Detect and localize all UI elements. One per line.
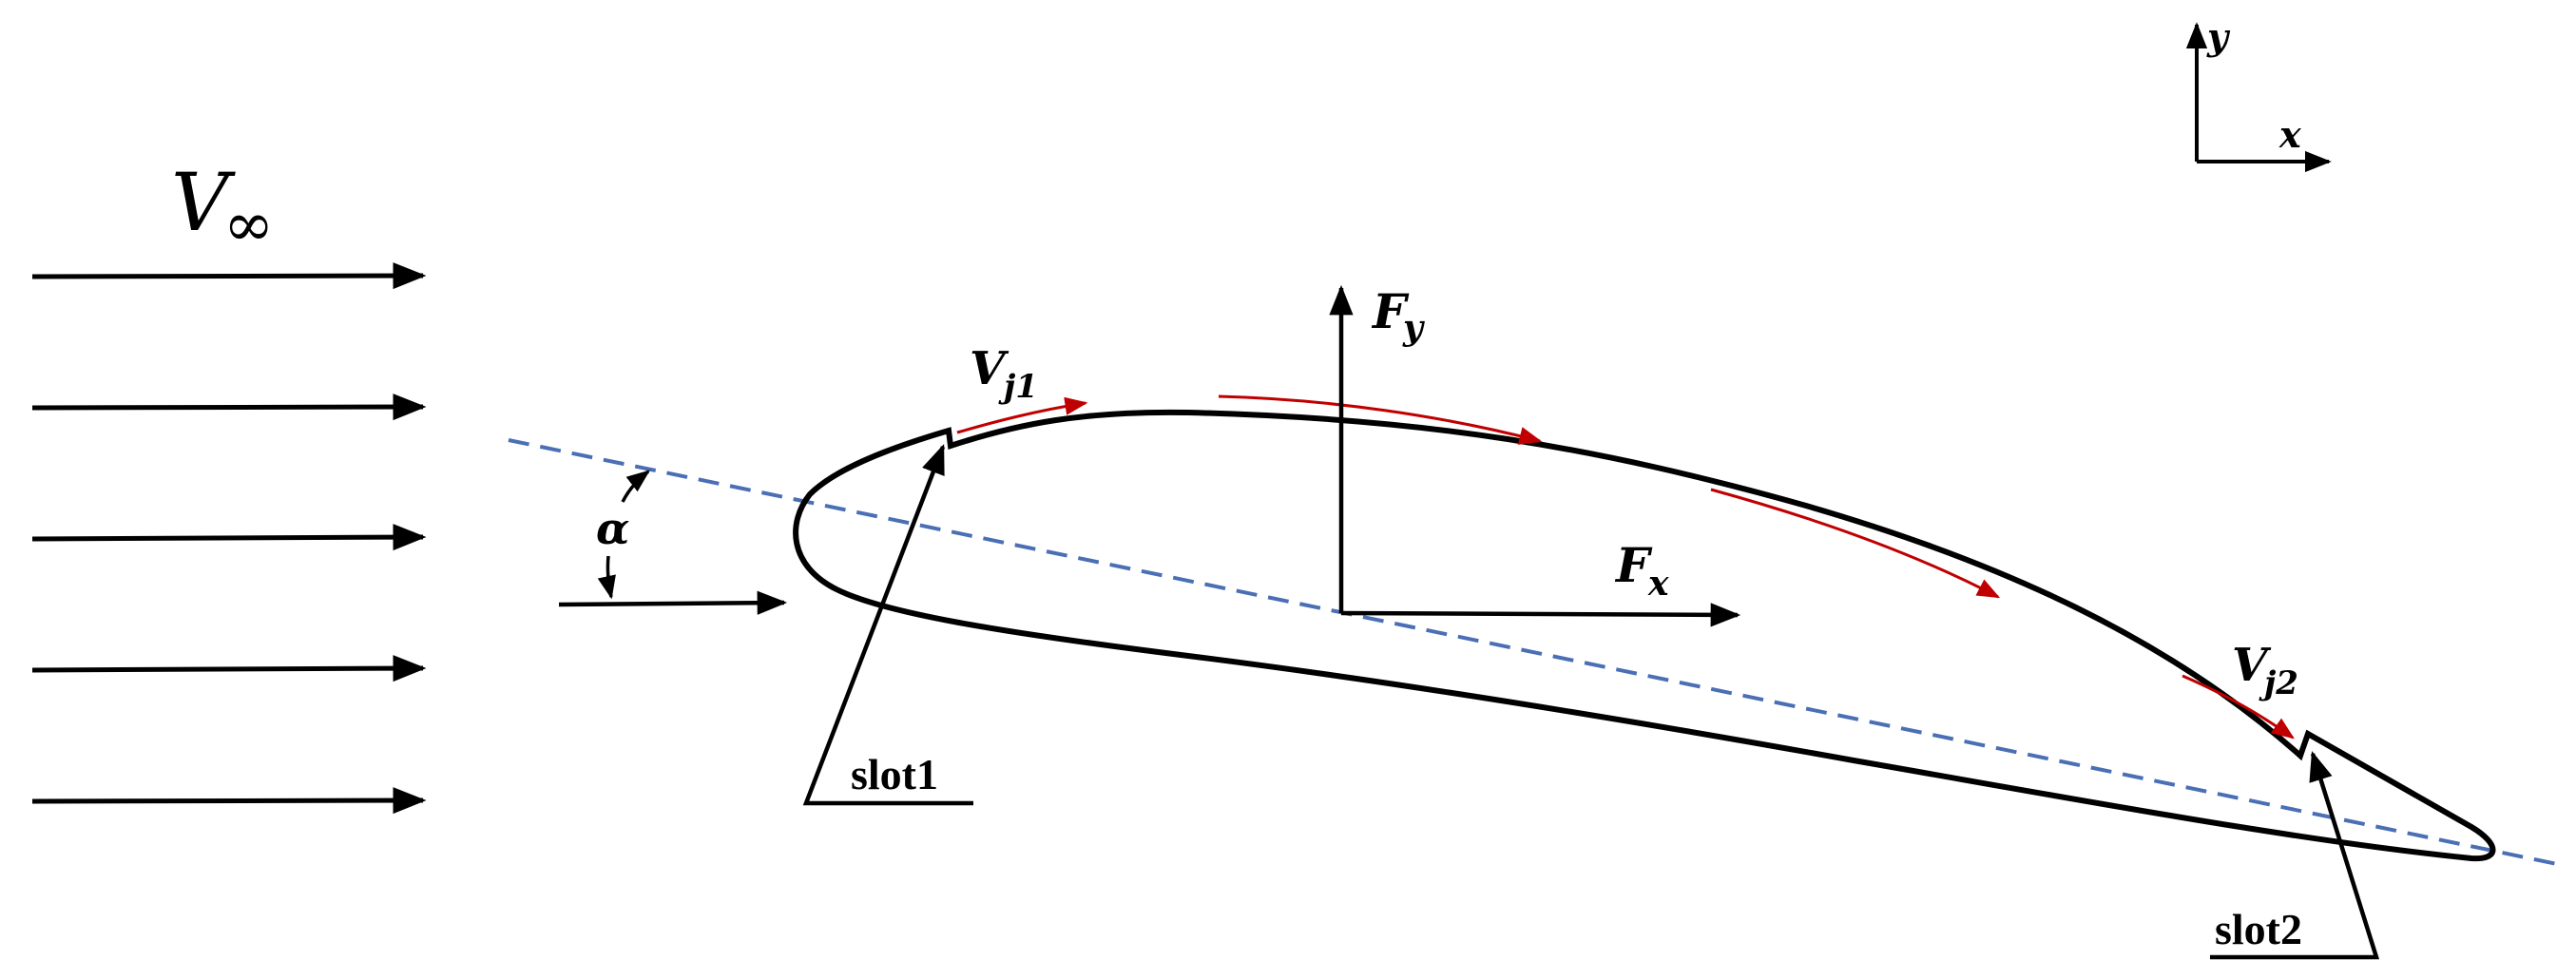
jet2-label-sub: j2 — [2259, 664, 2298, 702]
airfoil-outline — [793, 409, 2496, 862]
freestream-arrow — [31, 394, 427, 421]
angle-label: α — [596, 503, 629, 554]
axis-x-label: x — [2278, 113, 2302, 156]
force-y-label-sub: y — [1402, 308, 1425, 348]
force-x-label: F — [1614, 537, 1653, 593]
force-x-arrow — [1340, 603, 1741, 627]
jet-flow-arrow — [2182, 674, 2295, 740]
jet-flow-arrow — [956, 396, 1088, 434]
jet-flow-arrow — [1218, 394, 1543, 445]
angle-arc-upper — [621, 470, 650, 503]
horizontal-reference-arrow — [558, 590, 788, 615]
jet1-label: V — [970, 342, 1009, 395]
slot1-callout: slot1 — [802, 444, 973, 806]
jet-flow-arrow — [1710, 488, 2001, 599]
freestream-arrow — [31, 655, 427, 682]
slot2-label: slot2 — [2215, 905, 2302, 953]
slot1-label: slot1 — [851, 750, 938, 798]
freestream-arrow — [31, 262, 427, 290]
angle-arc-lower — [597, 555, 616, 600]
coordinate-axes: y x — [2185, 15, 2332, 173]
freestream-label: V — [171, 156, 236, 249]
jet1-label-sub: j1 — [998, 368, 1038, 406]
slot2-leader — [2210, 750, 2380, 960]
jet2-label: V — [2232, 639, 2272, 692]
slot2-callout: slot2 — [2210, 750, 2380, 960]
axis-y-label: y — [2206, 15, 2231, 58]
jet-flow-arrows — [956, 394, 2295, 740]
freestream-arrow — [31, 524, 427, 551]
freestream-arrows — [31, 262, 427, 815]
freestream-label-sub: ∞ — [223, 190, 274, 260]
chord-line — [508, 438, 2563, 867]
freestream-arrow — [31, 787, 427, 815]
force-x-label-sub: x — [1647, 564, 1669, 604]
slot1-leader — [802, 444, 973, 806]
force-y-label: F — [1371, 283, 1410, 339]
